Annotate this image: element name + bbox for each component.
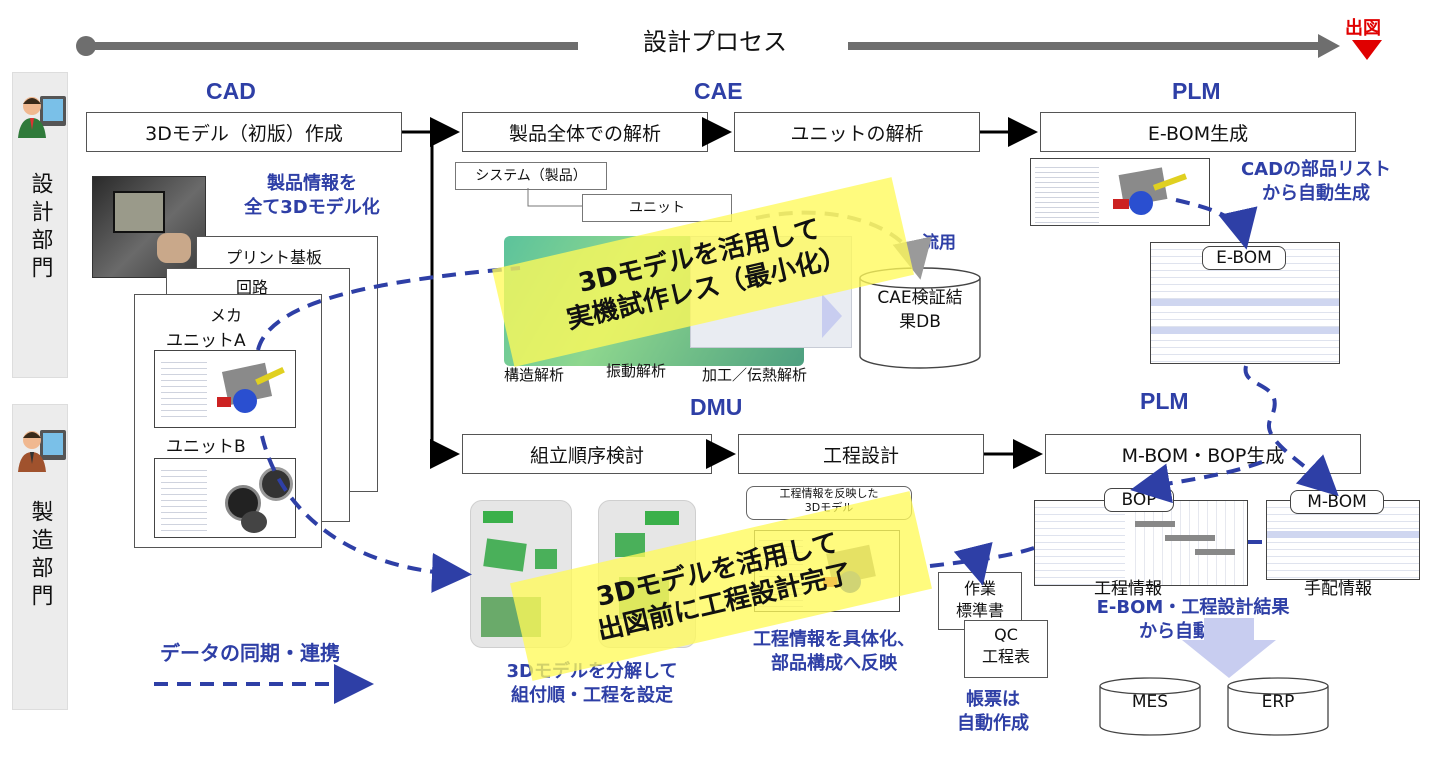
sync-process-to-forms bbox=[929, 546, 1035, 568]
manufacturing-dept-label: 製造部門 bbox=[27, 500, 53, 612]
qc-sheet-label: QC 工程表 bbox=[981, 625, 1030, 666]
manufacturing-person-icon bbox=[18, 430, 66, 472]
arrow-cad-to-cae bbox=[402, 117, 1043, 469]
unit-a-label: ユニットA bbox=[166, 331, 246, 351]
legend-label: データの同期・連携 bbox=[160, 641, 340, 665]
cad-caption: 製品情報を 全て3Dモデル化 bbox=[244, 173, 380, 219]
unit-a-thumbnail bbox=[154, 350, 296, 428]
section-dmu: DMU bbox=[690, 394, 743, 420]
plm-down-arrow bbox=[1182, 618, 1276, 678]
timeline-arrow-head bbox=[1318, 34, 1340, 58]
qc-sheet-doc bbox=[964, 620, 1048, 678]
erp-cylinder bbox=[1227, 677, 1329, 736]
process-info-label: 工程情報 bbox=[1094, 579, 1162, 599]
section-plm-mid: PLM bbox=[1140, 388, 1189, 414]
box-ebom-generation[interactable]: E-BOM生成 bbox=[1040, 112, 1356, 152]
cad-workstation-photo bbox=[92, 176, 206, 278]
design-person-icon bbox=[18, 96, 66, 138]
box-3d-model-first[interactable]: 3Dモデル（初版）作成 bbox=[86, 112, 402, 152]
sync-forms-down bbox=[953, 541, 993, 586]
section-cad: CAD bbox=[206, 78, 256, 104]
box-unit-analysis[interactable]: ユニットの解析 bbox=[734, 112, 980, 152]
sync-parts-to-ebom bbox=[1175, 198, 1258, 250]
arrangement-info-label: 手配情報 bbox=[1304, 579, 1372, 599]
release-marker-icon bbox=[1352, 40, 1382, 60]
forms-caption: 帳票は 自動作成 bbox=[957, 689, 1029, 735]
sync-ebom-to-mbom bbox=[1243, 365, 1339, 497]
vibration-analysis-label: 振動解析 bbox=[606, 362, 667, 380]
cae-db-label: CAE検証結 果DB bbox=[877, 288, 963, 332]
mbom-sheet bbox=[1266, 500, 1420, 580]
processing-analysis-label: 加工／伝熱解析 bbox=[702, 366, 808, 384]
sheet-circuit-label: 回路 bbox=[236, 278, 269, 297]
structural-analysis-label: 構造解析 bbox=[504, 366, 565, 384]
section-plm-top: PLM bbox=[1172, 78, 1221, 104]
sheet-mech-label: メカ bbox=[210, 306, 243, 325]
sheet-pcb-label: プリント基板 bbox=[226, 248, 323, 267]
cae-tree-lines bbox=[527, 188, 584, 207]
ebom-tag: E-BOM bbox=[1202, 246, 1286, 270]
timeline-bar-left bbox=[86, 42, 578, 50]
sync-mbom-to-bop bbox=[1130, 460, 1263, 504]
section-cae: CAE bbox=[694, 78, 743, 104]
mes-cylinder bbox=[1099, 677, 1201, 736]
erp-label: ERP bbox=[1261, 692, 1295, 712]
plm-parts-list-thumb bbox=[1030, 158, 1210, 226]
release-label: 出図 bbox=[1345, 18, 1381, 39]
box-product-analysis[interactable]: 製品全体での解析 bbox=[462, 112, 708, 152]
sync-unit-a-to-cae bbox=[256, 266, 521, 351]
mes-label: MES bbox=[1131, 692, 1169, 712]
bop-sheet bbox=[1034, 500, 1248, 586]
cae-system-box: システム（製品） bbox=[455, 162, 607, 190]
timeline-bar-right bbox=[848, 42, 1320, 50]
cae-reuse-up-arrow bbox=[822, 294, 842, 338]
design-dept-label: 設計部門 bbox=[27, 172, 53, 284]
unit-b-label: ユニットB bbox=[166, 437, 246, 457]
box-process-design[interactable]: 工程設計 bbox=[738, 434, 984, 474]
dmu-detail-caption: 工程情報を具体化、 部品構成へ反映 bbox=[753, 629, 915, 675]
cae-unit-box: ユニット bbox=[582, 194, 732, 222]
plm-top-caption: CADの部品リスト から自動生成 bbox=[1240, 159, 1392, 205]
unit-b-thumbnail bbox=[154, 458, 296, 538]
timeline-title: 設計プロセス bbox=[643, 28, 787, 56]
box-assembly-order[interactable]: 組立順序検討 bbox=[462, 434, 712, 474]
sync-unit-b-to-dmu bbox=[260, 435, 472, 593]
